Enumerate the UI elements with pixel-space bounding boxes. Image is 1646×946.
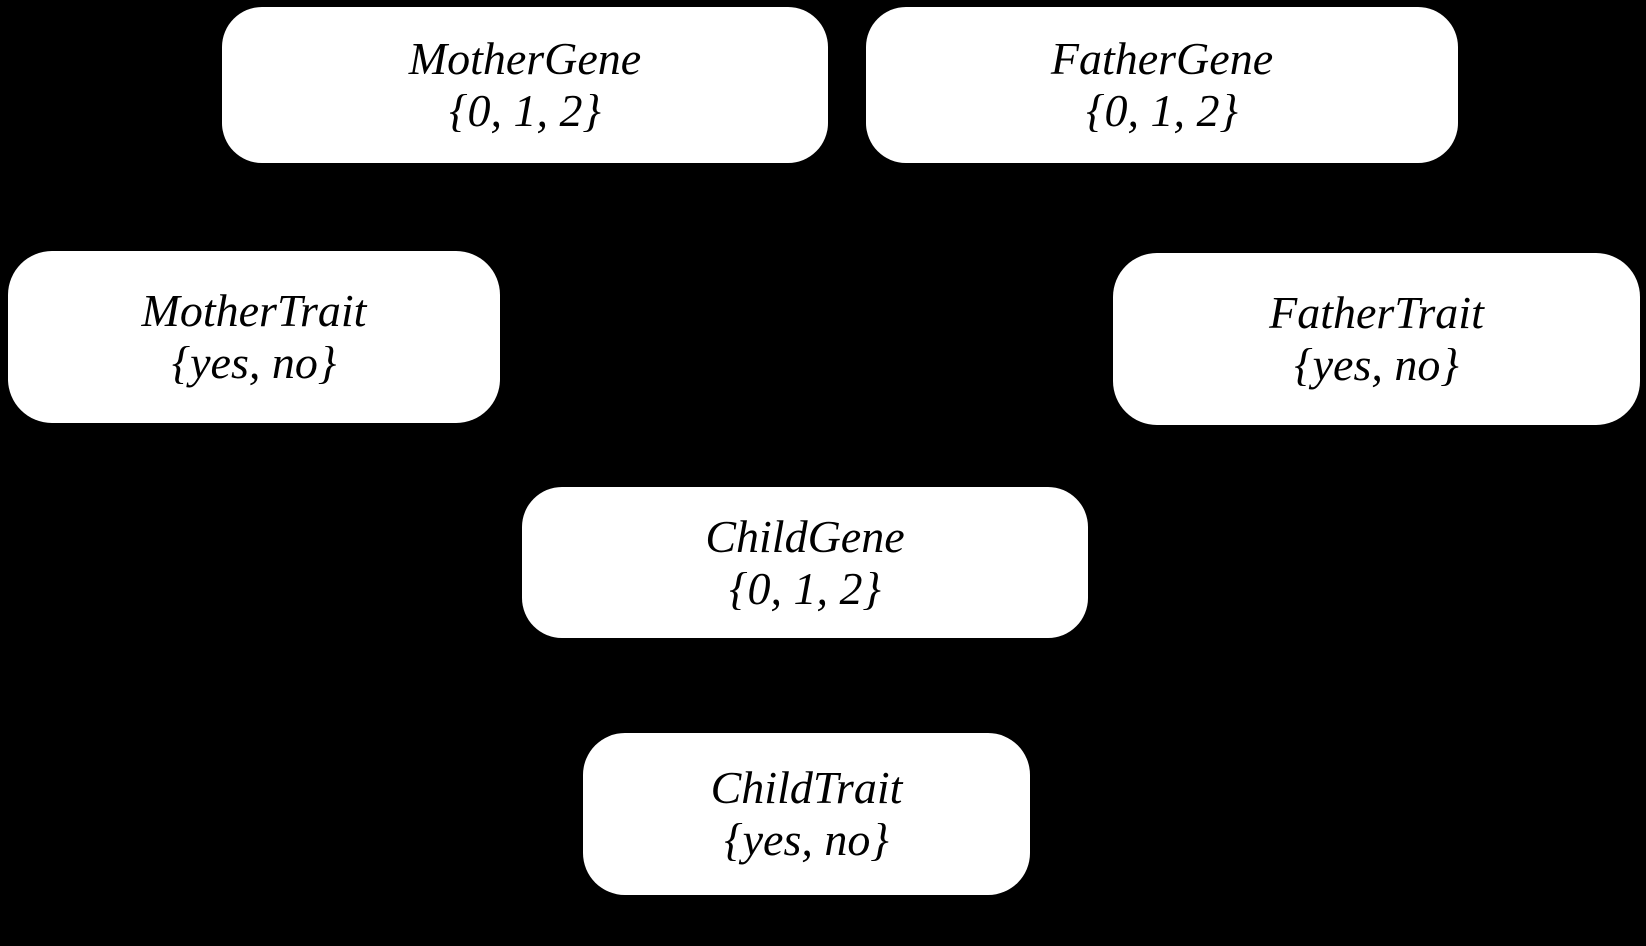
node-father-trait-title: FatherTrait bbox=[1269, 287, 1484, 339]
node-mother-gene-title: MotherGene bbox=[408, 33, 642, 85]
node-child-gene-domain: {0, 1, 2} bbox=[729, 562, 881, 614]
node-mother-trait-domain: {yes, no} bbox=[171, 337, 337, 388]
node-child-trait-domain: {yes, no} bbox=[724, 814, 889, 865]
node-child-trait-title: ChildTrait bbox=[710, 762, 903, 814]
node-father-gene-title: FatherGene bbox=[1050, 33, 1274, 85]
node-father-trait[interactable]: FatherTrait {yes, no} bbox=[1113, 253, 1640, 425]
node-father-trait-domain: {yes, no} bbox=[1294, 339, 1459, 390]
node-mother-gene[interactable]: MotherGene {0, 1, 2} bbox=[222, 7, 828, 163]
node-mother-gene-domain: {0, 1, 2} bbox=[449, 85, 601, 136]
node-child-gene[interactable]: ChildGene {0, 1, 2} bbox=[522, 487, 1088, 638]
node-mother-trait[interactable]: MotherTrait {yes, no} bbox=[8, 251, 500, 423]
node-child-trait[interactable]: ChildTrait {yes, no} bbox=[583, 733, 1030, 895]
node-mother-trait-title: MotherTrait bbox=[141, 285, 367, 337]
node-father-gene[interactable]: FatherGene {0, 1, 2} bbox=[866, 7, 1458, 163]
node-father-gene-domain: {0, 1, 2} bbox=[1086, 85, 1238, 136]
node-child-gene-title: ChildGene bbox=[705, 510, 905, 562]
